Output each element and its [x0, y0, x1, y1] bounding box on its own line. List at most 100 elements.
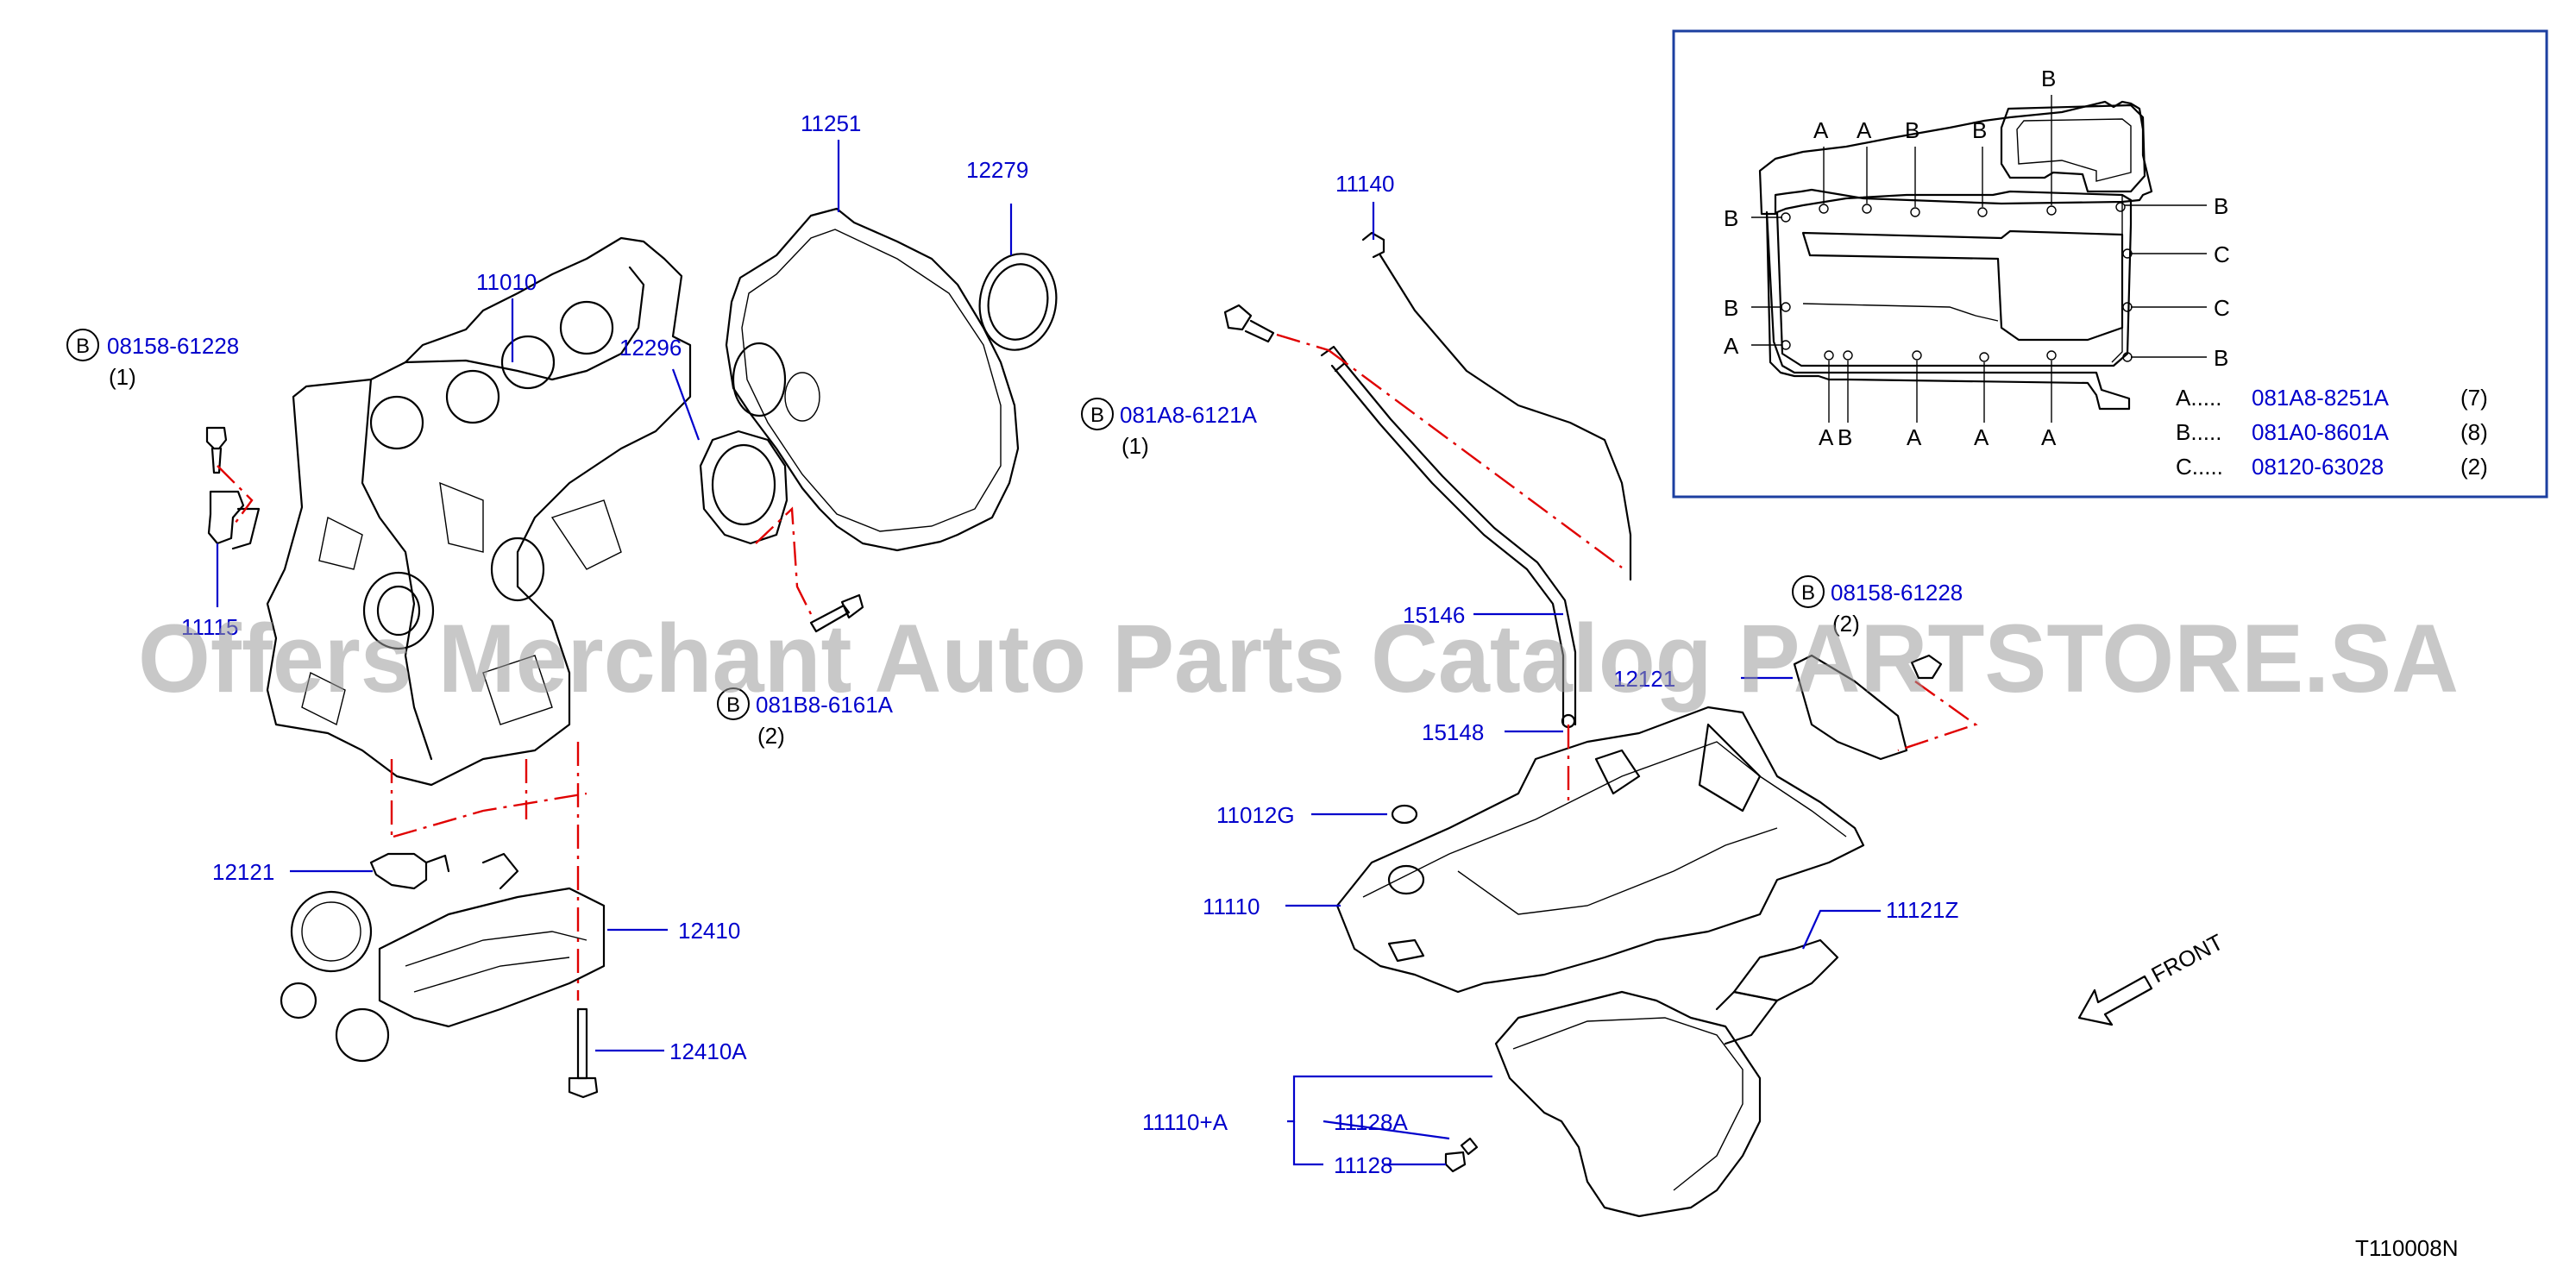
front-arrow-icon: [2077, 975, 2153, 1026]
label-12410a[interactable]: 12410A: [669, 1038, 747, 1064]
inset-bolt-dots: [1781, 202, 2133, 362]
bolt-marker-letter: B: [726, 693, 740, 717]
inset-letter-right-3: C: [2214, 295, 2230, 321]
label-12279[interactable]: 12279: [966, 157, 1028, 183]
front-direction-indicator: FRONT: [2077, 929, 2227, 1026]
legend-key-a: A.....: [2176, 385, 2221, 411]
inset-letter-bottom-4: A: [1974, 424, 1989, 450]
bolt-marker-circle: [1081, 398, 1114, 430]
bolt-marker-circle: [1792, 575, 1825, 608]
inset-legend: A..... 081A8-8251A (7) B..... 081A0-8601…: [2176, 385, 2488, 480]
inset-letter-bottom-5: A: [2041, 424, 2057, 450]
inset-pan-rib: [1802, 303, 1999, 322]
label-11110[interactable]: 11110: [1203, 894, 1260, 919]
label-15148[interactable]: 15148: [1422, 719, 1484, 745]
label-11012g[interactable]: 11012G: [1216, 802, 1295, 828]
legend-part-b[interactable]: 081A0-8601A: [2252, 419, 2390, 445]
label-12296[interactable]: 12296: [619, 335, 682, 361]
inset-letter-top-4: B: [1972, 117, 1987, 143]
bolt-marker-circle: [717, 687, 750, 720]
bolt-08158-left-drawing: [205, 426, 228, 474]
inset-letter-left-1: B: [1724, 205, 1738, 231]
bolt-081b8-drawing: [809, 593, 864, 633]
inset-letter-bottom-3: A: [1907, 424, 1922, 450]
bolt-location-inset: A A B B B B B A B C C B A B A A A A.....…: [1672, 29, 2548, 499]
sensor-11115-drawing: [207, 490, 261, 550]
bolt-callout-081b8: B 081B8-6161A (2): [717, 687, 894, 749]
o-ring-11012g-drawing: [1391, 804, 1418, 825]
bolt-part-08158-right[interactable]: 08158-61228: [1831, 580, 1963, 605]
cylinder-block-drawing: [266, 236, 692, 787]
dipstick-drawing: [1361, 231, 1632, 581]
seal-retainer-drawing: [699, 430, 789, 545]
label-11128a[interactable]: 11128A: [1334, 1109, 1408, 1135]
lower-oil-pan-drawing: [1494, 990, 1762, 1218]
legend-part-c[interactable]: 08120-63028: [2252, 454, 2384, 480]
inset-letter-left-2: B: [1724, 295, 1738, 321]
inset-letter-top-1: A: [1813, 117, 1829, 143]
inset-letter-bottom-2: B: [1838, 424, 1852, 450]
pipe-12121-drawing: [369, 852, 450, 890]
legend-qty-a: (7): [2460, 385, 2488, 411]
legend-qty-c: (2): [2460, 454, 2488, 480]
bolt-part-081a8[interactable]: 081A8-6121A: [1120, 402, 1258, 428]
inset-pan-strainer: [2000, 104, 2146, 193]
label-11140[interactable]: 11140: [1335, 171, 1394, 197]
bolt-qty-081b8: (2): [757, 723, 785, 749]
assembly-guide-lines: [217, 333, 1978, 1001]
bolt-081a8-drawing: [1223, 304, 1275, 343]
legend-key-b: B.....: [2176, 419, 2221, 445]
bolt-callout-08158-right: B 08158-61228 (2): [1792, 575, 1963, 637]
bolt-marker-letter: B: [1090, 404, 1104, 427]
watermark-text: Offers Merchant Auto Parts Catalog PARTS…: [138, 605, 2459, 712]
inset-pan-inner: [1801, 229, 2124, 342]
inset-letter-top-2: A: [1857, 117, 1872, 143]
bolt-12410a-drawing: [568, 1007, 599, 1099]
label-11010[interactable]: 11010: [476, 269, 537, 295]
label-11121z[interactable]: 11121Z: [1886, 897, 1958, 923]
inset-letter-right-2: C: [2214, 242, 2230, 267]
bolt-qty-08158-right: (2): [1832, 611, 1860, 637]
inset-letter-top-5: B: [2041, 66, 2056, 91]
inset-letter-left-3: A: [1724, 333, 1739, 359]
oil-pump-drawing: [280, 852, 606, 1063]
rear-seal-drawing: [978, 253, 1058, 351]
inset-letter-right-4: B: [2214, 345, 2228, 371]
label-12121-pan[interactable]: 12121: [1613, 666, 1675, 692]
rear-plate-drawing: [725, 207, 1020, 552]
inset-letter-right-1: B: [2214, 193, 2228, 219]
inset-leaders: [1751, 95, 2207, 423]
label-11128[interactable]: 11128: [1334, 1152, 1392, 1178]
front-label: FRONT: [2147, 929, 2227, 988]
label-12410[interactable]: 12410: [678, 918, 740, 944]
label-11115[interactable]: 11115: [181, 614, 239, 640]
bolt-part-081b8[interactable]: 081B8-6161A: [756, 692, 894, 718]
inset-letter-top-3: B: [1905, 117, 1919, 143]
bolt-marker-letter: B: [1801, 581, 1815, 605]
label-11251[interactable]: 11251: [801, 110, 861, 136]
upper-oil-pan-drawing: [1335, 706, 1865, 994]
callout-leaders: [216, 140, 1881, 1166]
legend-part-a[interactable]: 081A8-8251A: [2252, 385, 2390, 411]
dipstick-guide-drawing: [1320, 345, 1577, 726]
part-labels: 11010 11251 12279 12296 11140 15146 1514…: [181, 110, 1958, 1178]
bolt-callout-081a8: B 081A8-6121A (1): [1081, 398, 1258, 459]
legend-qty-b: (8): [2460, 419, 2488, 445]
inset-pan-strainer-inner: [2016, 118, 2132, 182]
diagram-code: T110008N: [2355, 1235, 2459, 1261]
drain-plug-drawing: [1444, 1137, 1479, 1173]
legend-key-c: C.....: [2176, 454, 2223, 480]
inset-frame: [1672, 29, 2548, 499]
inset-letter-bottom-1: A: [1819, 424, 1834, 450]
bolt-qty-081a8: (1): [1122, 433, 1149, 459]
bolt-qty-08158-left: (1): [109, 364, 136, 390]
label-12121[interactable]: 12121: [212, 859, 274, 885]
bolt-marker-circle: [66, 329, 99, 361]
label-15146[interactable]: 15146: [1403, 602, 1465, 628]
label-11110-a[interactable]: 11110+A: [1142, 1109, 1228, 1135]
inset-pan-rear: [2111, 195, 2123, 363]
bolt-part-08158-left[interactable]: 08158-61228: [107, 333, 239, 359]
bolt-callout-08158-left: B 08158-61228 (1): [66, 329, 239, 390]
inset-pan-main: [1765, 210, 2131, 411]
